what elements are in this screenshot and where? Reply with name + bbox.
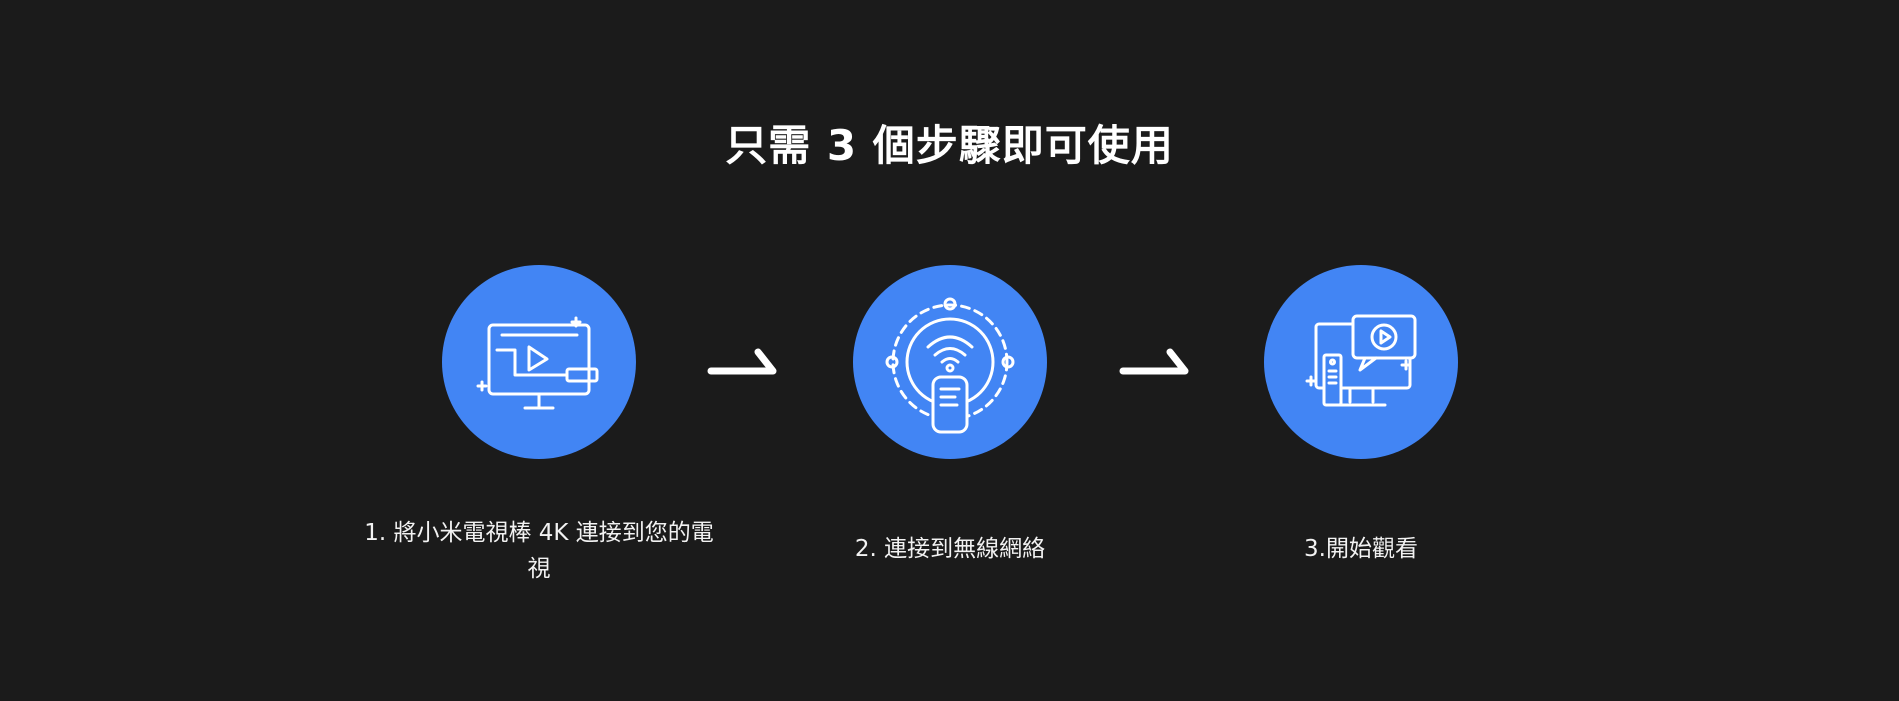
arrow-right-icon	[707, 348, 777, 375]
tv-stick-connect-icon	[476, 316, 599, 410]
page-title: 只需 3 個步驟即可使用	[725, 121, 1174, 170]
tv-watch-icon	[1305, 314, 1417, 407]
step-3-circle	[1264, 265, 1458, 459]
step-2-circle	[853, 265, 1047, 459]
wifi-remote-icon	[885, 297, 1015, 434]
step-3-label: 3.開始觀看	[1304, 536, 1418, 562]
arrow-right-icon	[1119, 348, 1189, 375]
step-2-label: 2. 連接到無線網絡	[854, 536, 1046, 562]
step-1-circle	[442, 265, 636, 459]
step-1-label: 1. 將小米電視棒 4K 連接到您的電視	[364, 520, 714, 582]
